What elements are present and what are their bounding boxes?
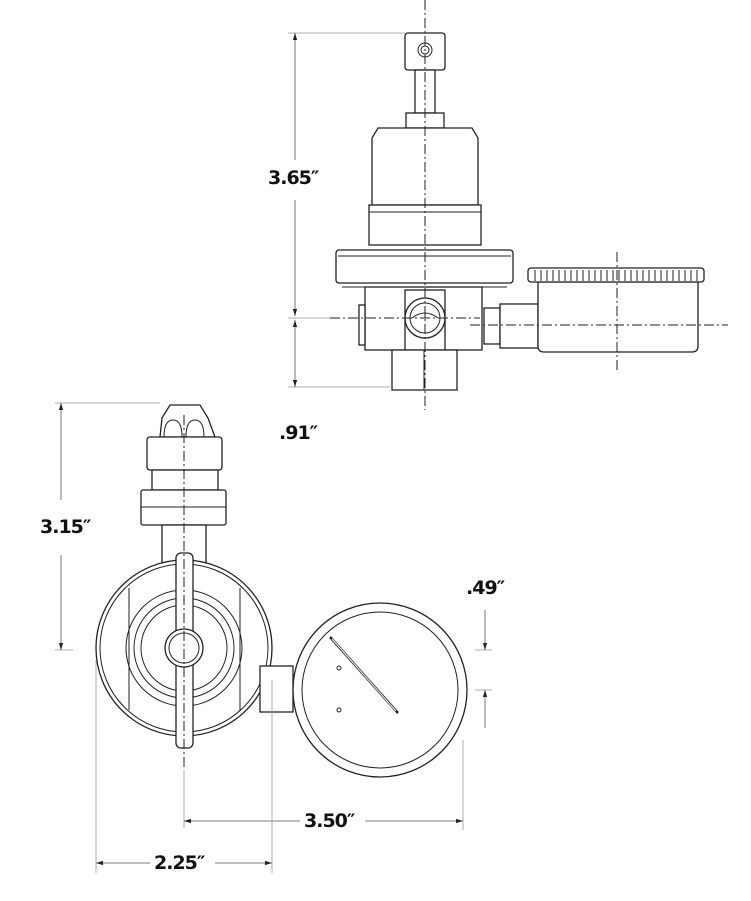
dimension-3-65 (288, 32, 405, 388)
regulator-front-view (330, 0, 728, 410)
label-3-15: 3.15″ (38, 516, 93, 538)
label-2-25: 2.25″ (152, 852, 207, 874)
label-0-91: .91″ (277, 422, 320, 444)
dimension-3-15 (55, 402, 160, 651)
dimension-2-25 (95, 660, 273, 873)
dimension-0-49 (475, 610, 492, 728)
label-3-65: 3.65″ (266, 167, 321, 189)
label-0-49: .49″ (464, 577, 507, 599)
dimension-3-50 (183, 740, 464, 830)
label-3-50: 3.50″ (302, 810, 357, 832)
regulator-top-view (95, 404, 468, 778)
gauge-knurl-ticks (534, 270, 698, 281)
